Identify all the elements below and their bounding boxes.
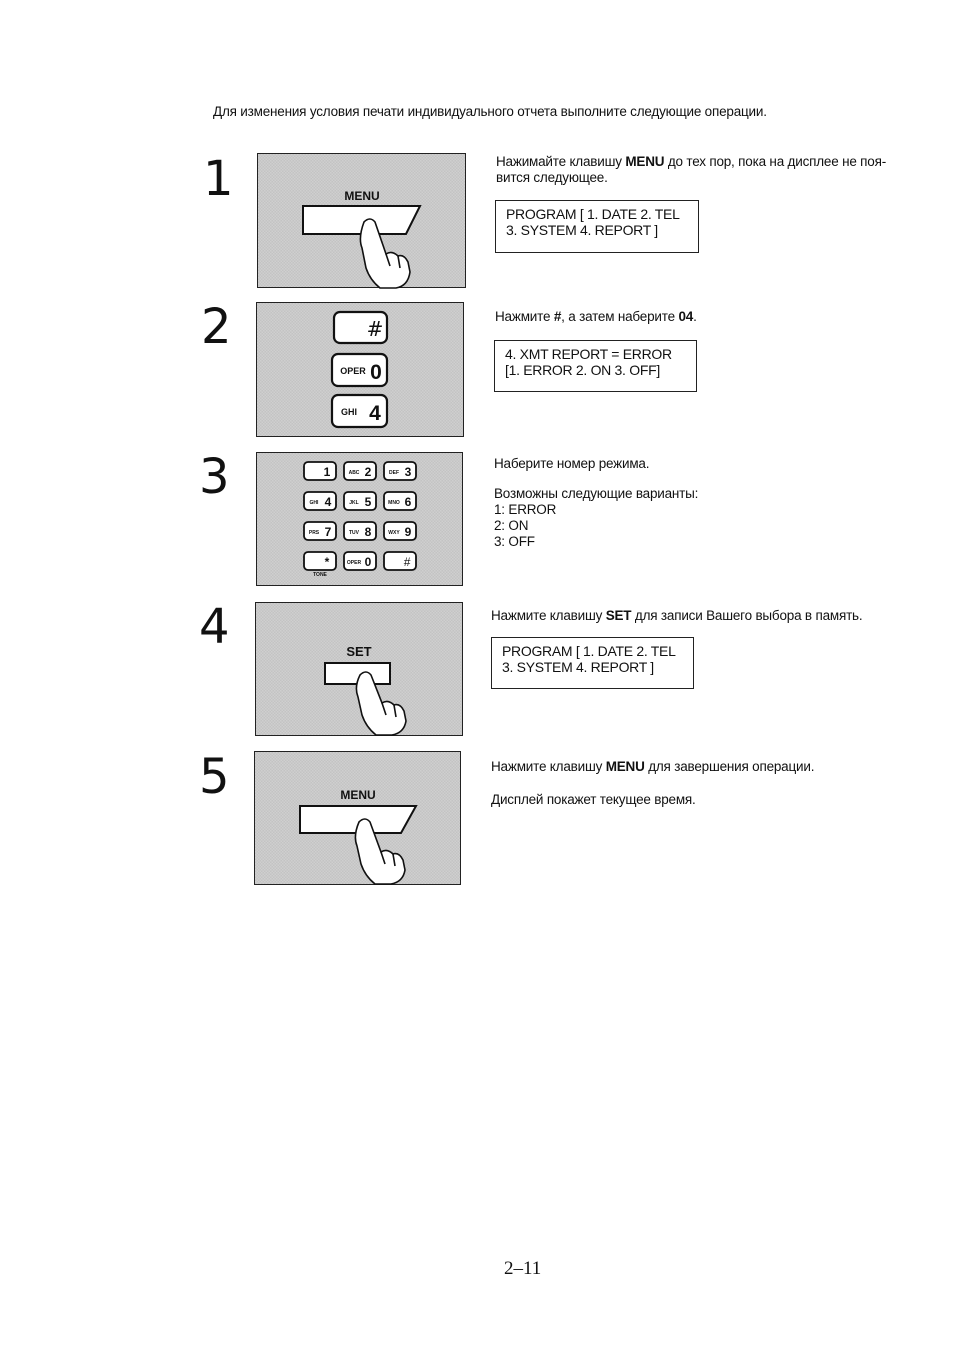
step-4-key: SET	[605, 608, 632, 623]
step-3-number: 3	[199, 449, 230, 505]
step-4-lcd-display: PROGRAM [ 1. DATE 2. TEL 3. SYSTEM 4. RE…	[491, 637, 694, 689]
step-3-line2: Возможны следующие варианты:	[494, 486, 699, 501]
lcd-line-2: [1. ERROR 2. ON 3. OFF]	[505, 362, 660, 378]
option-off: 3: OFF	[494, 534, 535, 549]
svg-text:6: 6	[405, 495, 412, 509]
pointing-hand-icon	[355, 671, 407, 736]
svg-text:OPER: OPER	[347, 560, 362, 566]
step-3-line1: Наберите номер режима.	[494, 456, 650, 471]
menu-key-label: MENU	[340, 788, 375, 802]
option-error: 1: ERROR	[494, 502, 557, 517]
menu-key-label: MENU	[344, 189, 379, 203]
step-2-text-c: .	[693, 309, 697, 324]
step-2-text-b: , а затем наберите	[561, 309, 679, 324]
svg-text:9: 9	[405, 525, 412, 539]
svg-text:0: 0	[370, 361, 382, 384]
keypad-key-8: TUV 8	[343, 521, 377, 541]
keypad-key-7: PRS 7	[303, 521, 337, 541]
svg-text:TUV: TUV	[349, 530, 360, 536]
hash-key-icon: #	[332, 310, 389, 345]
svg-text:#: #	[367, 317, 384, 341]
step-2-lcd-display: 4. XMT REPORT = ERROR [1. ERROR 2. ON 3.…	[494, 340, 697, 392]
option-on: 2: ON	[494, 518, 529, 533]
set-key-label: SET	[346, 644, 371, 659]
step-1-key: MENU	[625, 154, 665, 169]
page-number: 2–11	[504, 1258, 542, 1279]
svg-text:5: 5	[365, 495, 372, 509]
step-2-number: 2	[201, 299, 232, 355]
step-3-text: Наберите номер режима. Возможны следующи…	[494, 456, 924, 550]
ghi-4-key-icon: GHI 4	[330, 393, 389, 429]
step-5-text-b: для завершения операции.	[644, 759, 815, 774]
svg-text:4: 4	[369, 402, 381, 425]
step-2-illustration: # OPER 0 GHI 4	[256, 302, 464, 437]
lcd-line-1: PROGRAM [ 1. DATE 2. TEL	[506, 206, 680, 222]
lcd-line-1: 4. XMT REPORT = ERROR	[505, 346, 672, 362]
tone-label: TONE	[313, 572, 327, 578]
svg-text:1: 1	[324, 465, 331, 479]
svg-text:OPER: OPER	[340, 366, 366, 376]
step-5-illustration: MENU	[254, 751, 461, 885]
step-5-line2: Дисплей покажет текущее время.	[491, 792, 696, 807]
svg-text:7: 7	[325, 525, 332, 539]
step-1-illustration: MENU	[257, 153, 466, 289]
svg-text:#: #	[404, 555, 411, 569]
pointing-hand-icon	[359, 218, 411, 289]
intro-text: Для изменения условия печати индивидуаль…	[213, 104, 767, 119]
svg-text:WXY: WXY	[388, 530, 400, 536]
menu-key-icon	[299, 805, 418, 834]
svg-text:4: 4	[325, 495, 332, 509]
step-2-text: Нажмите #, а затем наберите 04.	[495, 309, 925, 325]
step-4-illustration: SET	[255, 602, 463, 736]
lcd-line-2: 3. SYSTEM 4. REPORT ]	[502, 659, 654, 675]
step-2-key2: 04	[678, 309, 694, 324]
step-4-number: 4	[199, 599, 230, 655]
step-4-text-a: Нажмите клавишу	[491, 608, 606, 623]
keypad-key-9: WXY 9	[383, 521, 417, 541]
svg-text:MNO: MNO	[388, 500, 400, 506]
oper-0-key-icon: OPER 0	[330, 352, 389, 388]
keypad-key-hash: #	[383, 551, 417, 571]
menu-key-icon	[302, 205, 422, 235]
step-1-text-line2: вится следующее.	[496, 170, 608, 185]
svg-text:DEF: DEF	[389, 470, 399, 476]
keypad-key-5: JKL 5	[343, 491, 377, 511]
step-2-text-a: Нажмите	[495, 309, 554, 324]
step-1-text: Нажимайте клавишу MENU до тех пор, пока …	[496, 154, 926, 186]
svg-text:JKL: JKL	[349, 500, 358, 506]
svg-text:2: 2	[365, 465, 372, 479]
svg-text:GHI: GHI	[341, 407, 357, 417]
svg-text:0: 0	[365, 555, 372, 569]
keypad-key-2: ABC 2	[343, 461, 377, 481]
step-1-number: 1	[203, 151, 234, 207]
svg-text:3: 3	[405, 465, 412, 479]
keypad-key-1: 1	[303, 461, 337, 481]
keypad-key-4: GHI 4	[303, 491, 337, 511]
svg-text:*: *	[325, 555, 330, 569]
keypad-key-6: MNO 6	[383, 491, 417, 511]
keypad-key-3: DEF 3	[383, 461, 417, 481]
step-5-key: MENU	[605, 759, 645, 774]
svg-text:PRS: PRS	[309, 530, 320, 536]
svg-text:8: 8	[365, 525, 372, 539]
pointing-hand-icon	[354, 818, 406, 885]
keypad-key-star: *	[303, 551, 337, 571]
step-5-text-a: Нажмите клавишу	[491, 759, 606, 774]
step-4-text: Нажмите клавишу SET для записи Вашего вы…	[491, 608, 931, 624]
step-1-lcd-display: PROGRAM [ 1. DATE 2. TEL 3. SYSTEM 4. RE…	[495, 200, 699, 253]
step-2-key: #	[553, 309, 562, 324]
svg-text:ABC: ABC	[349, 470, 360, 476]
step-5-text: Нажмите клавишу MENU для завершения опер…	[491, 759, 931, 808]
lcd-line-1: PROGRAM [ 1. DATE 2. TEL	[502, 643, 676, 659]
svg-text:GHI: GHI	[310, 500, 320, 506]
step-1-text-a: Нажимайте клавишу	[496, 154, 626, 169]
step-4-text-b: для записи Вашего выбора в память.	[631, 608, 863, 623]
step-5-number: 5	[199, 749, 230, 805]
lcd-line-2: 3. SYSTEM 4. REPORT ]	[506, 222, 658, 238]
step-1-text-b: до тех пор, пока на дисплее не поя-	[664, 154, 887, 169]
